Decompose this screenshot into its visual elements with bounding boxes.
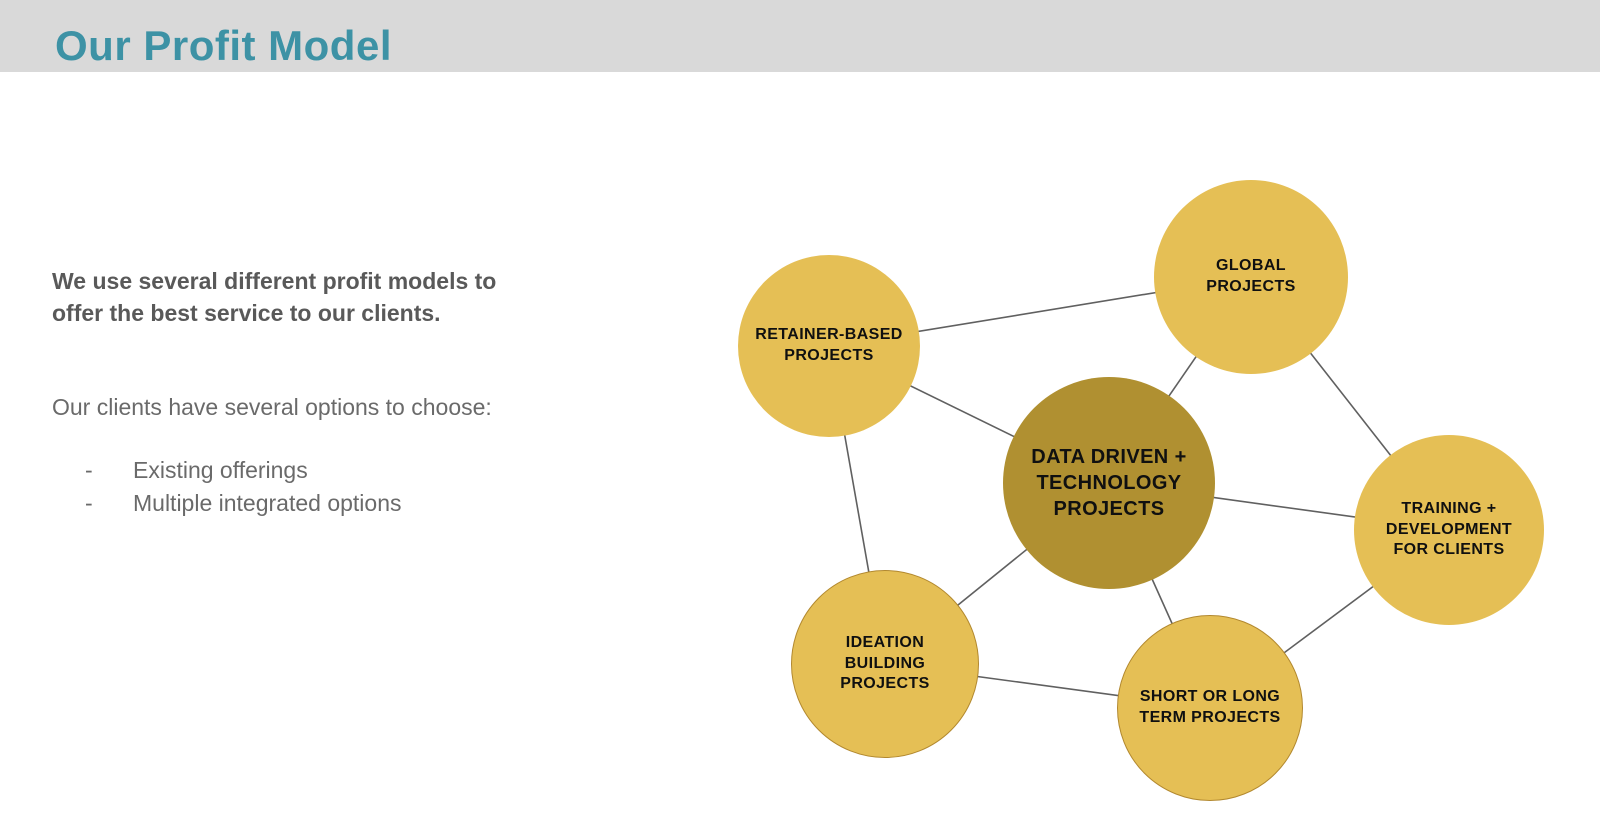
bullet-list: - Existing offerings - Multiple integrat…: [85, 454, 402, 519]
node-retainer: RETAINER-BASED PROJECTS: [738, 255, 920, 437]
header-band: [0, 0, 1600, 72]
node-label-retainer: RETAINER-BASED PROJECTS: [755, 326, 903, 364]
subtitle-paragraph: Our clients have several options to choo…: [52, 394, 492, 420]
node-ideation: IDEATION BUILDING PROJECTS: [791, 570, 979, 758]
bullet-marker: -: [85, 457, 93, 483]
page-title: Our Profit Model: [55, 22, 392, 69]
node-label-training: TRAINING + DEVELOPMENT FOR CLIENTS: [1385, 499, 1513, 559]
intro-paragraph: We use several different profit models t…: [52, 268, 497, 326]
list-item: - Existing offerings: [85, 454, 402, 487]
node-label-shortlong: SHORT OR LONG TERM PROJECTS: [1139, 688, 1281, 726]
node-shortlong: SHORT OR LONG TERM PROJECTS: [1117, 615, 1303, 801]
node-training: TRAINING + DEVELOPMENT FOR CLIENTS: [1354, 435, 1544, 625]
node-global: GLOBAL PROJECTS: [1154, 180, 1348, 374]
node-label-global: GLOBAL PROJECTS: [1206, 257, 1296, 295]
bullet-marker: -: [85, 489, 93, 516]
list-item: - Multiple integrated options: [85, 487, 402, 520]
node-label-hub: DATA DRIVEN + TECHNOLOGY PROJECTS: [1031, 446, 1187, 520]
bullet-text: Multiple integrated options: [133, 489, 402, 516]
node-hub: DATA DRIVEN + TECHNOLOGY PROJECTS: [1003, 377, 1215, 589]
bullet-text: Existing offerings: [133, 457, 308, 483]
node-label-ideation: IDEATION BUILDING PROJECTS: [840, 633, 930, 693]
